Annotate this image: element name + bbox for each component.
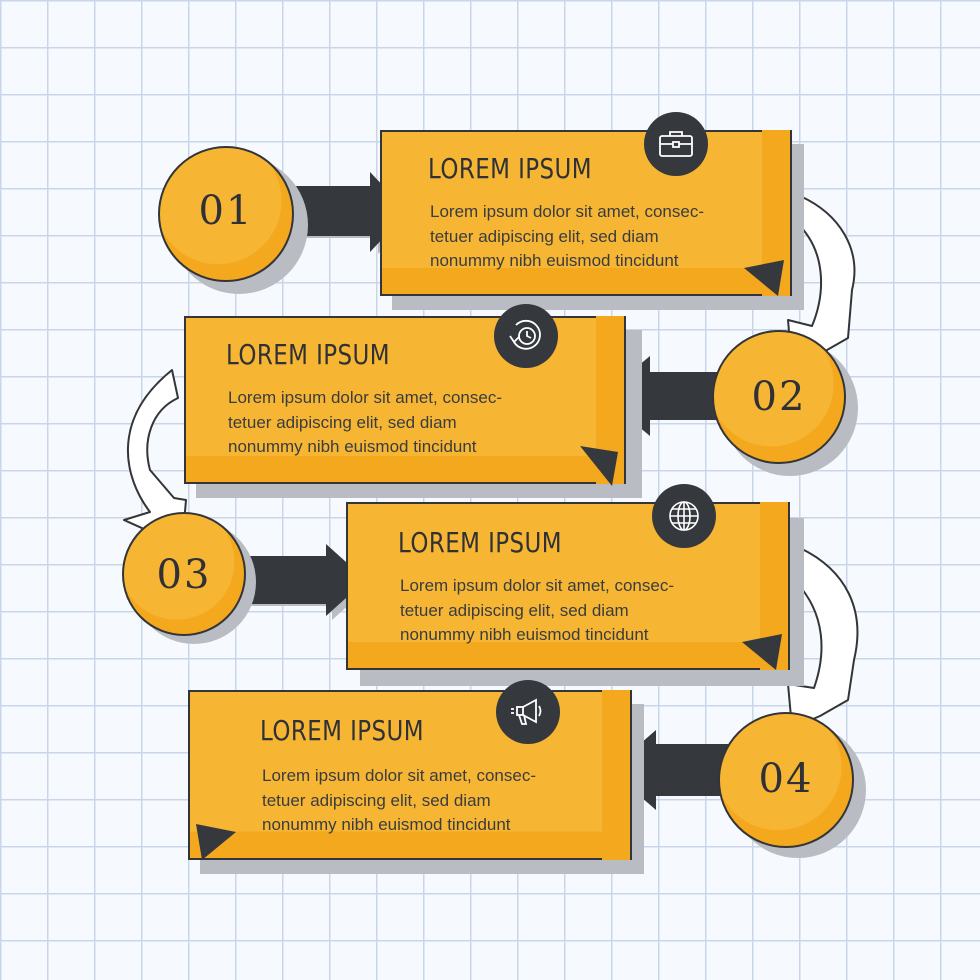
step-title: LOREM IPSUM <box>226 338 390 371</box>
step-number-circle-4: 04 <box>718 712 854 848</box>
step-description: Lorem ipsum dolor sit amet, consec- tetu… <box>228 388 502 456</box>
step-card-4: LOREM IPSUM Lorem ipsum dolor sit amet, … <box>188 690 632 860</box>
pointer-arrow-03 <box>234 544 366 616</box>
step-title: LOREM IPSUM <box>428 152 592 185</box>
step-number-circle-3: 03 <box>122 512 246 636</box>
step-title: LOREM IPSUM <box>398 526 562 559</box>
step-number: 04 <box>758 756 814 802</box>
clock-history-icon <box>494 304 558 368</box>
step-description: Lorem ipsum dolor sit amet, consec- tetu… <box>262 766 536 834</box>
curved-connector-03-04 <box>787 547 859 729</box>
step-description: Lorem ipsum dolor sit amet, consec- tetu… <box>430 202 704 270</box>
step-number-circle-1: 01 <box>158 146 294 282</box>
step-number-circle-2: 02 <box>712 330 846 464</box>
step-card-1: LOREM IPSUM Lorem ipsum dolor sit amet, … <box>380 130 792 296</box>
folded-corner <box>580 446 618 486</box>
step-card-3: LOREM IPSUM Lorem ipsum dolor sit amet, … <box>346 502 790 670</box>
briefcase-icon <box>644 112 708 176</box>
step-title: LOREM IPSUM <box>260 714 424 747</box>
step-description: Lorem ipsum dolor sit amet, consec- tetu… <box>400 576 674 644</box>
folded-corner <box>742 634 782 670</box>
step-number: 02 <box>751 374 807 420</box>
curved-connector-02-03 <box>123 369 187 547</box>
megaphone-icon <box>496 680 560 744</box>
pointer-arrow-01 <box>276 172 408 252</box>
step-number: 03 <box>156 552 212 598</box>
folded-corner <box>744 260 784 296</box>
folded-corner <box>196 824 236 860</box>
globe-icon <box>652 484 716 548</box>
step-card-2: LOREM IPSUM Lorem ipsum dolor sit amet, … <box>184 316 626 486</box>
step-number: 01 <box>198 188 254 234</box>
